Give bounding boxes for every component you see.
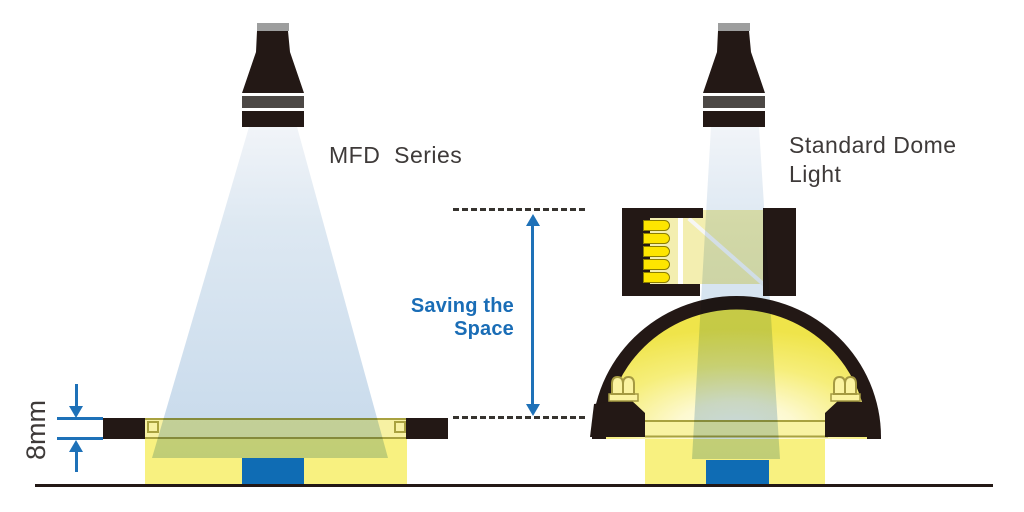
standard-dome-label: Standard Dome Light [789,132,957,187]
coaxial-led-icon [643,233,670,244]
inspection-object-right [706,460,769,486]
space-arrow-line [531,225,534,405]
coaxial-led-icon [643,259,670,270]
mfd-panel-left-housing [103,418,145,439]
mfd-panel-right-housing [406,418,448,439]
space-arrow-bottom-head [526,404,540,416]
dome-led-right-icon [830,375,861,402]
camera-left-icon [241,23,305,127]
coaxial-led-icon [643,220,670,231]
dim-8mm-down-head [69,406,83,418]
coaxial-box-bottom-bar [637,284,700,296]
dome-foot-left [590,399,645,437]
coaxial-led-icon [643,246,670,257]
camera-right-icon [702,23,766,127]
mfd-series-label: MFD Series [329,142,463,168]
coaxial-box-top-bar [637,208,703,218]
dim-8mm-tick-bottom [57,437,103,440]
camera-lens-body [703,31,765,93]
space-arrow-top-head [526,214,540,226]
coaxial-led-icon [643,272,670,283]
saving-the-space-label: Saving the Space [410,295,514,340]
inspection-object-left [242,458,304,486]
dim-8mm-tick-top [57,417,103,420]
dim-8mm-up-head [69,440,83,452]
coaxial-diffuser-stripe [678,212,683,284]
dim-8mm-lower-line [75,451,78,472]
dome-foot-right [825,399,880,437]
camera-lens-front [703,111,765,127]
camera-lens-ring [703,96,765,108]
camera-lens-ring [242,96,304,108]
ground-line [35,484,993,487]
dim-8mm-upper-line [75,384,78,407]
mfd-led-right-icon [394,421,406,433]
camera-cap [718,23,750,31]
reference-dash-top [453,208,585,211]
coaxial-box-frame-left [622,208,637,296]
mfd-led-left-icon [147,421,159,433]
reference-dash-bottom [453,416,585,419]
camera-view-beam-left [152,127,388,458]
camera-cap [257,23,289,31]
camera-lens-body [242,31,304,93]
camera-lens-front [242,111,304,127]
dimension-8mm-label: 8mm [20,400,51,460]
dome-led-left-icon [608,375,639,402]
